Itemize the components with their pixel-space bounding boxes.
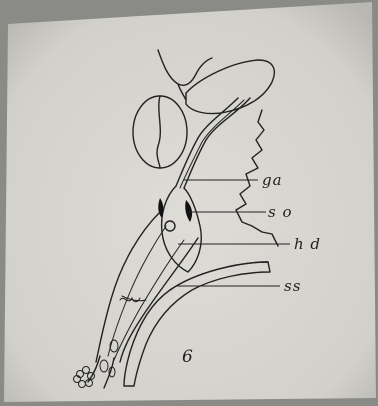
figure-number: 6: [182, 347, 193, 367]
paper-sheet: [4, 2, 376, 402]
label-ss: ss: [284, 277, 301, 295]
label-so: s o: [268, 203, 293, 221]
label-ga: ga: [262, 171, 283, 189]
label-hd: h d: [294, 235, 321, 253]
